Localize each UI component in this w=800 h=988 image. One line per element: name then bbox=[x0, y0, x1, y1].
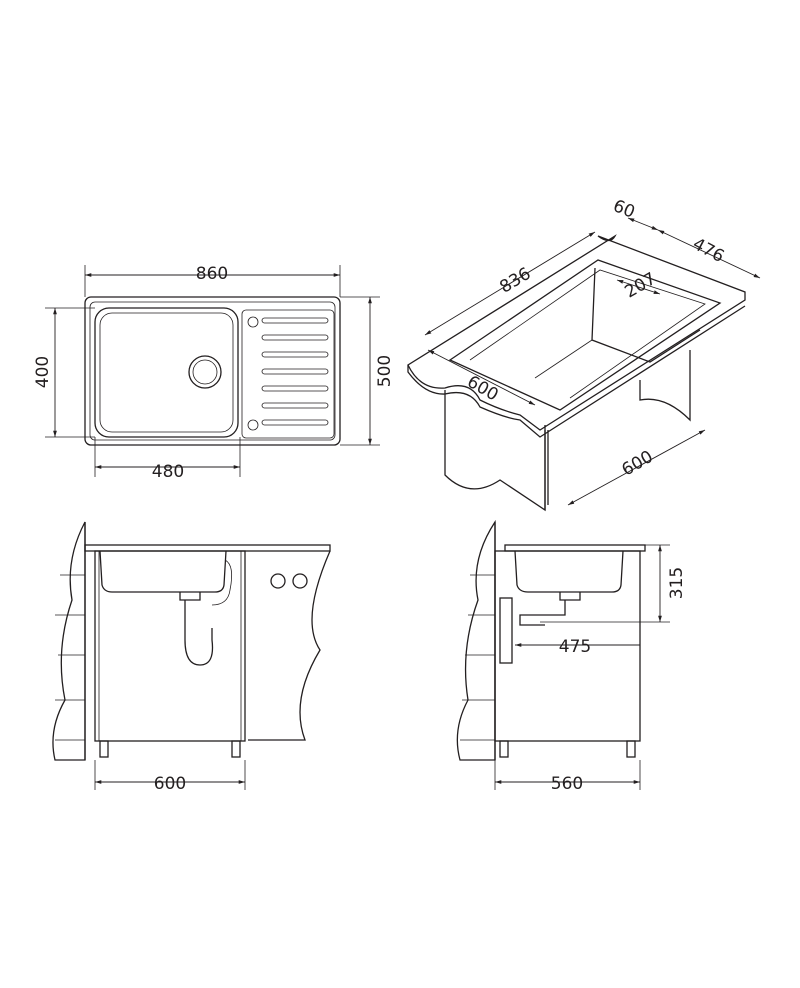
iso-view bbox=[407, 217, 761, 512]
dim-315: 315 bbox=[667, 567, 687, 599]
dim-560: 560 bbox=[551, 774, 583, 794]
drainboard-grooves bbox=[261, 317, 329, 426]
dim-600-side: 600 bbox=[618, 447, 656, 481]
dim-207: 207 bbox=[621, 269, 659, 303]
dim-836: 836 bbox=[496, 264, 534, 298]
dim-475: 475 bbox=[559, 637, 591, 657]
dim-600-front: 600 bbox=[154, 774, 186, 794]
front-view bbox=[52, 521, 331, 790]
drain-icon bbox=[188, 355, 222, 389]
dim-480: 480 bbox=[152, 462, 184, 482]
dim-860: 860 bbox=[196, 264, 228, 284]
sink-bowl bbox=[94, 307, 239, 438]
dim-60: 60 bbox=[610, 196, 638, 223]
dim-600-top: 600 bbox=[463, 372, 501, 406]
dim-476: 476 bbox=[689, 234, 727, 267]
side-view bbox=[456, 519, 670, 790]
dim-400: 400 bbox=[33, 356, 53, 388]
dim-500: 500 bbox=[375, 355, 395, 387]
top-view bbox=[45, 265, 380, 477]
